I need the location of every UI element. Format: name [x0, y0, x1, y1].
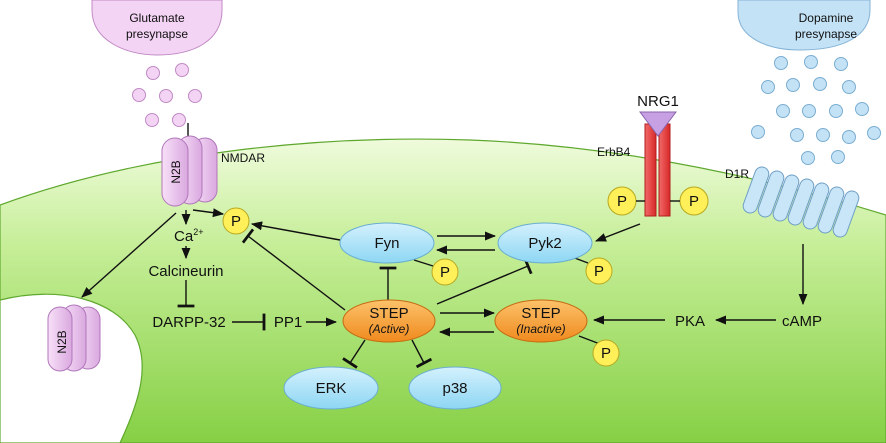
- p38-node: p38: [408, 366, 502, 410]
- phospho-step-inactive: P: [592, 339, 620, 367]
- svg-text:P: P: [601, 345, 611, 362]
- glutamate-vesicles: [132, 63, 202, 127]
- edge-nmdar-n2b: [81, 212, 177, 298]
- svg-text:ERK: ERK: [316, 380, 347, 397]
- dopamine-vesicles: [751, 55, 881, 165]
- nmdar-label: NMDAR: [221, 151, 265, 165]
- darpp32-label: DARPP-32: [152, 314, 225, 331]
- phospho-fyn: P: [431, 258, 459, 286]
- dopamine-label-line2: presynapse: [795, 27, 857, 41]
- d1r-receptor: [742, 166, 860, 238]
- erbb4-receptor: NRG1 ErbB4: [597, 93, 679, 217]
- edge-fyn-p: [413, 259, 434, 267]
- svg-text:STEP: STEP: [369, 305, 408, 322]
- fyn-node: Fyn: [339, 222, 435, 264]
- svg-text:(Inactive): (Inactive): [516, 322, 565, 336]
- svg-text:P: P: [594, 263, 604, 280]
- camp-label: cAMP: [782, 313, 822, 330]
- edge-step-nmdar-p: [241, 228, 346, 311]
- svg-text:Pyk2: Pyk2: [528, 235, 561, 252]
- pyk2-node: Pyk2: [497, 222, 593, 264]
- phospho-erbb4-left: P: [607, 186, 645, 216]
- molecule-labels: Ca2+ Calcineurin DARPP-32 PP1 PKA cAMP: [148, 227, 822, 331]
- dopamine-presynapse: Dopamine presynapse: [737, 0, 871, 51]
- nmdar-receptor: N2B NMDAR: [161, 123, 265, 207]
- d1r-label: D1R: [725, 167, 749, 181]
- glutamate-label-line2: presynapse: [126, 27, 188, 41]
- edge-nmdar-p: [192, 208, 225, 218]
- calcineurin-label: Calcineurin: [148, 263, 223, 280]
- svg-text:P: P: [231, 213, 241, 230]
- step-active-node: STEP (Active): [342, 299, 436, 343]
- glutamate-presynapse: Glutamate presynapse: [91, 0, 223, 56]
- nrg1-ligand: [639, 111, 677, 137]
- edge-fyn-nmdar-p: [250, 221, 341, 241]
- edge-erbb4-pyk2: [594, 223, 641, 242]
- phospho-pyk2: P: [585, 257, 613, 285]
- nrg1-label: NRG1: [637, 93, 679, 110]
- n2b-label: N2B: [169, 160, 183, 183]
- step-inactive-node: STEP (Inactive): [494, 299, 588, 343]
- erbb4-label: ErbB4: [597, 145, 631, 159]
- svg-text:p38: p38: [442, 380, 467, 397]
- svg-text:(Active): (Active): [369, 322, 410, 336]
- glutamate-label-line1: Glutamate: [129, 11, 185, 25]
- phospho-erbb4-right: P: [670, 186, 709, 216]
- phospho-nmdar: P: [222, 207, 250, 235]
- edge-step-erk: [342, 339, 366, 369]
- svg-text:P: P: [617, 193, 627, 210]
- pp1-label: PP1: [274, 314, 302, 331]
- dopamine-label-line1: Dopamine: [799, 11, 854, 25]
- edge-inactive-p: [578, 335, 601, 345]
- svg-text:P: P: [689, 193, 699, 210]
- pathway-edges: [81, 208, 808, 369]
- erk-node: ERK: [283, 366, 379, 410]
- n2b-internal-label: N2B: [55, 330, 69, 353]
- ca-label: Ca2+: [174, 227, 203, 245]
- svg-text:STEP: STEP: [521, 305, 560, 322]
- edge-step-p38: [411, 339, 433, 369]
- pka-label: PKA: [675, 313, 705, 330]
- edge-step-pyk2: [436, 257, 533, 305]
- svg-text:P: P: [440, 264, 450, 281]
- svg-text:Fyn: Fyn: [374, 235, 399, 252]
- internalized-n2b: N2B: [47, 304, 101, 372]
